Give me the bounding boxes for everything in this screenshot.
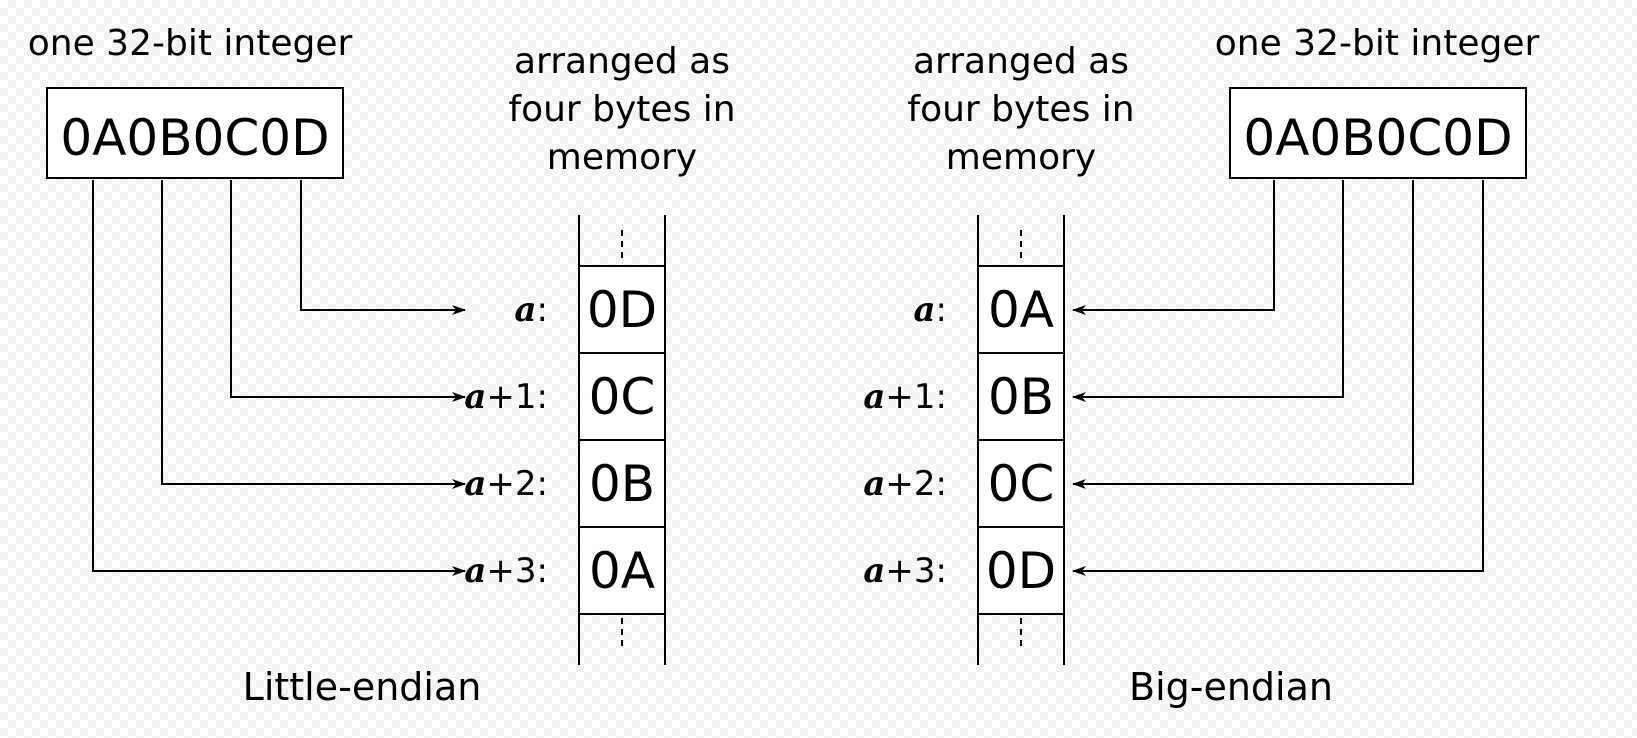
left-address-label-2: a+2: xyxy=(464,464,548,504)
left-integer-heading: one 32-bit integer xyxy=(28,23,353,64)
right-arrow-byte-0C xyxy=(1072,180,1414,489)
right-memory-byte-3: 0D xyxy=(986,542,1056,600)
left-memory-byte-1: 0C xyxy=(589,368,656,426)
left-memory-cell-3 xyxy=(578,526,666,615)
right-memory-byte-0: 0A xyxy=(988,281,1054,339)
left-address-label-3: a+3: xyxy=(464,551,548,591)
left-arrow-byte-0A xyxy=(92,180,466,576)
right-arrow-byte-0D xyxy=(1072,180,1484,576)
left-memory-cell-2 xyxy=(578,439,666,528)
left-memory-byte-2: 0B xyxy=(589,455,655,513)
left-memory-cell-1 xyxy=(578,352,666,441)
left-address-label-1: a+1: xyxy=(464,377,548,417)
left-integer-box xyxy=(46,87,344,179)
left-arrow-byte-0C xyxy=(230,180,466,402)
right-arrow-byte-0B xyxy=(1072,180,1344,402)
right-memory-cell-0 xyxy=(977,265,1065,354)
right-memory-cell-3 xyxy=(977,526,1065,615)
left-memory-heading-line-3: memory xyxy=(547,137,697,178)
left-arrow-byte-0D xyxy=(300,180,466,315)
little-endian-panel: one 32-bit integer 0A0B0C0D arranged as … xyxy=(28,23,736,709)
left-memory-heading-line-1: arranged as xyxy=(514,41,730,82)
right-address-label-1: a+1: xyxy=(863,377,947,417)
big-endian-panel: arranged as four bytes in memory one 32-… xyxy=(863,23,1539,709)
left-address-label-0: a: xyxy=(515,290,549,330)
right-address-label-3: a+3: xyxy=(863,551,947,591)
left-integer-value: 0A0B0C0D xyxy=(60,109,329,167)
left-memory-heading-line-2: four bytes in xyxy=(508,89,735,130)
right-integer-value: 0A0B0C0D xyxy=(1243,109,1512,167)
right-memory-cell-1 xyxy=(977,352,1065,441)
left-memory-byte-0: 0D xyxy=(587,281,657,339)
right-integer-heading: one 32-bit integer xyxy=(1215,23,1540,64)
right-integer-box xyxy=(1229,87,1527,179)
right-address-label-0: a: xyxy=(914,290,948,330)
right-memory-byte-1: 0B xyxy=(988,368,1054,426)
right-address-label-2: a+2: xyxy=(863,464,947,504)
right-memory-byte-2: 0C xyxy=(988,455,1055,513)
left-arrow-byte-0B xyxy=(161,180,466,489)
right-memory-heading-line-1: arranged as xyxy=(913,41,1129,82)
left-memory-byte-3: 0A xyxy=(589,542,655,600)
right-arrow-byte-0A xyxy=(1072,180,1275,315)
big-endian-caption: Big-endian xyxy=(1129,665,1333,709)
little-endian-caption: Little-endian xyxy=(243,665,482,709)
right-memory-heading-line-3: memory xyxy=(946,137,1096,178)
right-memory-heading-line-2: four bytes in xyxy=(907,89,1134,130)
